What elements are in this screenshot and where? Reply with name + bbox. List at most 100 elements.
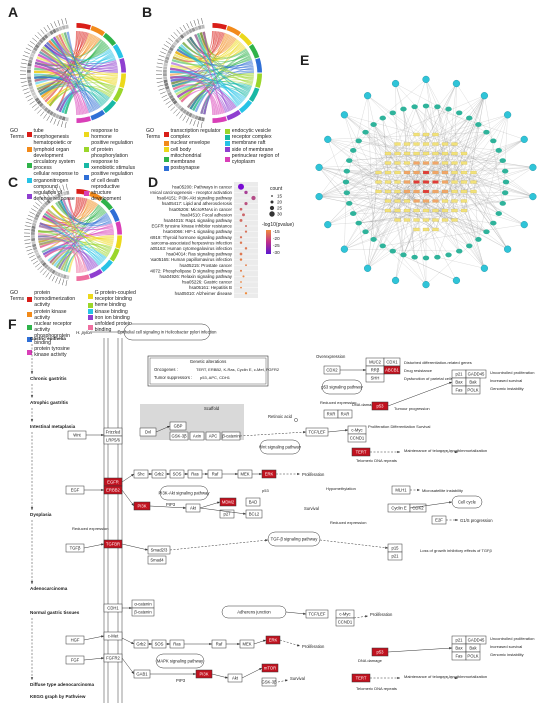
gene-node — [355, 220, 362, 226]
gene-tick — [57, 120, 60, 126]
gene-arc — [61, 25, 66, 30]
gene-arc — [57, 193, 62, 198]
legend-item-label: protein kinase activity — [34, 308, 67, 321]
gene-box-label: FGF — [71, 658, 80, 663]
network-edge — [345, 153, 427, 183]
gene-node — [400, 252, 407, 258]
gene-node — [434, 254, 441, 260]
gene-tick — [32, 37, 38, 42]
arrow-head — [193, 672, 196, 676]
gene-tick — [165, 40, 172, 45]
oncogenes-label: Oncogenes : — [154, 367, 178, 372]
network-edge — [397, 210, 427, 285]
target-node — [441, 170, 449, 175]
network-edge — [365, 132, 525, 225]
gene-arc — [32, 246, 38, 251]
legend-swatch — [84, 175, 90, 181]
chord-ribbon — [39, 50, 116, 89]
target-node — [413, 218, 420, 222]
chord-ribbon — [58, 90, 105, 113]
legend-swatch — [84, 131, 90, 137]
network-edge — [319, 192, 347, 197]
network-edge — [435, 181, 499, 214]
network-edge — [344, 114, 455, 145]
chord-ribbon — [34, 73, 118, 79]
pathway-edge — [285, 611, 307, 615]
chord-ribbon — [60, 235, 114, 271]
gene-box-label: MDM2 — [222, 500, 235, 505]
gene-arc — [38, 208, 43, 213]
gene-arc — [61, 116, 66, 121]
gene-box — [335, 617, 355, 627]
pathway-edge — [279, 639, 301, 647]
gene-tick — [31, 208, 37, 212]
tick-label: hsa04919: Thyroid hormone signaling path… — [150, 235, 233, 240]
pathway-node — [391, 276, 400, 285]
gene-box-label: TCF/LEF — [309, 612, 326, 617]
gene-tick — [65, 17, 67, 24]
pathway-edge — [241, 667, 263, 679]
target-node — [441, 218, 449, 222]
gene-tick — [40, 29, 45, 35]
tick-label: hsa05207: Chemical carcinogenesis - rece… — [150, 190, 233, 195]
gene-tick — [26, 218, 33, 221]
genetic-alterations-box — [147, 355, 269, 387]
legend-item: perinuclear region of cytoplasm — [224, 153, 282, 165]
network-edge — [353, 95, 485, 151]
gene-arc — [52, 28, 57, 34]
arrow-head — [449, 647, 452, 650]
hypomethylation-label: Hypomethylation — [326, 486, 356, 491]
network-edge — [473, 181, 499, 214]
gene-box-label: Grb2 — [154, 472, 164, 477]
gene-node — [400, 106, 407, 112]
gene-box-label: CCND1 — [350, 436, 365, 441]
gene-tick — [21, 84, 28, 87]
chord-ribbon — [62, 198, 111, 224]
gene-arc — [174, 38, 180, 44]
network-edge — [444, 114, 508, 183]
gene-arc — [182, 108, 188, 114]
chord-ribbon — [35, 54, 115, 85]
color-legend-label: -15 — [273, 229, 280, 234]
gene-box-label: p53 — [377, 650, 385, 655]
genetic-alterations-inner — [149, 357, 267, 385]
pathway-node — [340, 111, 348, 119]
network-edge — [345, 181, 417, 211]
network-edge — [444, 172, 533, 197]
tick-label: hsa04926: Relaxin signaling pathway — [160, 274, 233, 279]
arrow-head — [297, 472, 300, 476]
term-arc — [112, 87, 124, 102]
gene-arc — [168, 94, 174, 100]
gene-box-label: PI3K — [137, 504, 146, 509]
arrow-head — [205, 472, 208, 476]
target-node — [413, 142, 420, 146]
legend-swatch — [224, 141, 230, 146]
gene-arc — [32, 222, 37, 227]
chord-ribbon — [63, 32, 103, 107]
target-node — [422, 132, 430, 137]
target-node — [441, 189, 449, 194]
network-edge — [435, 95, 485, 230]
network-edge — [416, 105, 427, 183]
pathway-edge — [319, 539, 389, 549]
outcome-genomic: Genomic instability — [490, 386, 524, 391]
legend-swatch — [87, 293, 93, 299]
gene-arc — [54, 194, 59, 200]
gene-tick — [60, 121, 64, 128]
gene-tick — [189, 118, 193, 125]
network-edge — [346, 171, 455, 192]
gene-box-label: p21 — [392, 554, 400, 559]
color-legend-label: -20 — [273, 236, 280, 241]
network-edge — [403, 219, 446, 256]
target-node — [403, 170, 411, 175]
arrow-head — [101, 657, 104, 660]
oncogenes-value: TERT, ERBB2, K-Ras, Cyclin E, c-Met, FGF… — [196, 367, 280, 372]
target-node — [432, 132, 439, 137]
pathway-edge — [199, 507, 247, 515]
gene-box-label: EGFR — [107, 480, 119, 485]
chord-ribbon — [58, 92, 89, 114]
network-edge — [327, 132, 487, 140]
target-node — [422, 151, 430, 156]
reduced-expression-label-3: Reduced expression — [72, 526, 108, 531]
gene-tick — [32, 260, 39, 265]
